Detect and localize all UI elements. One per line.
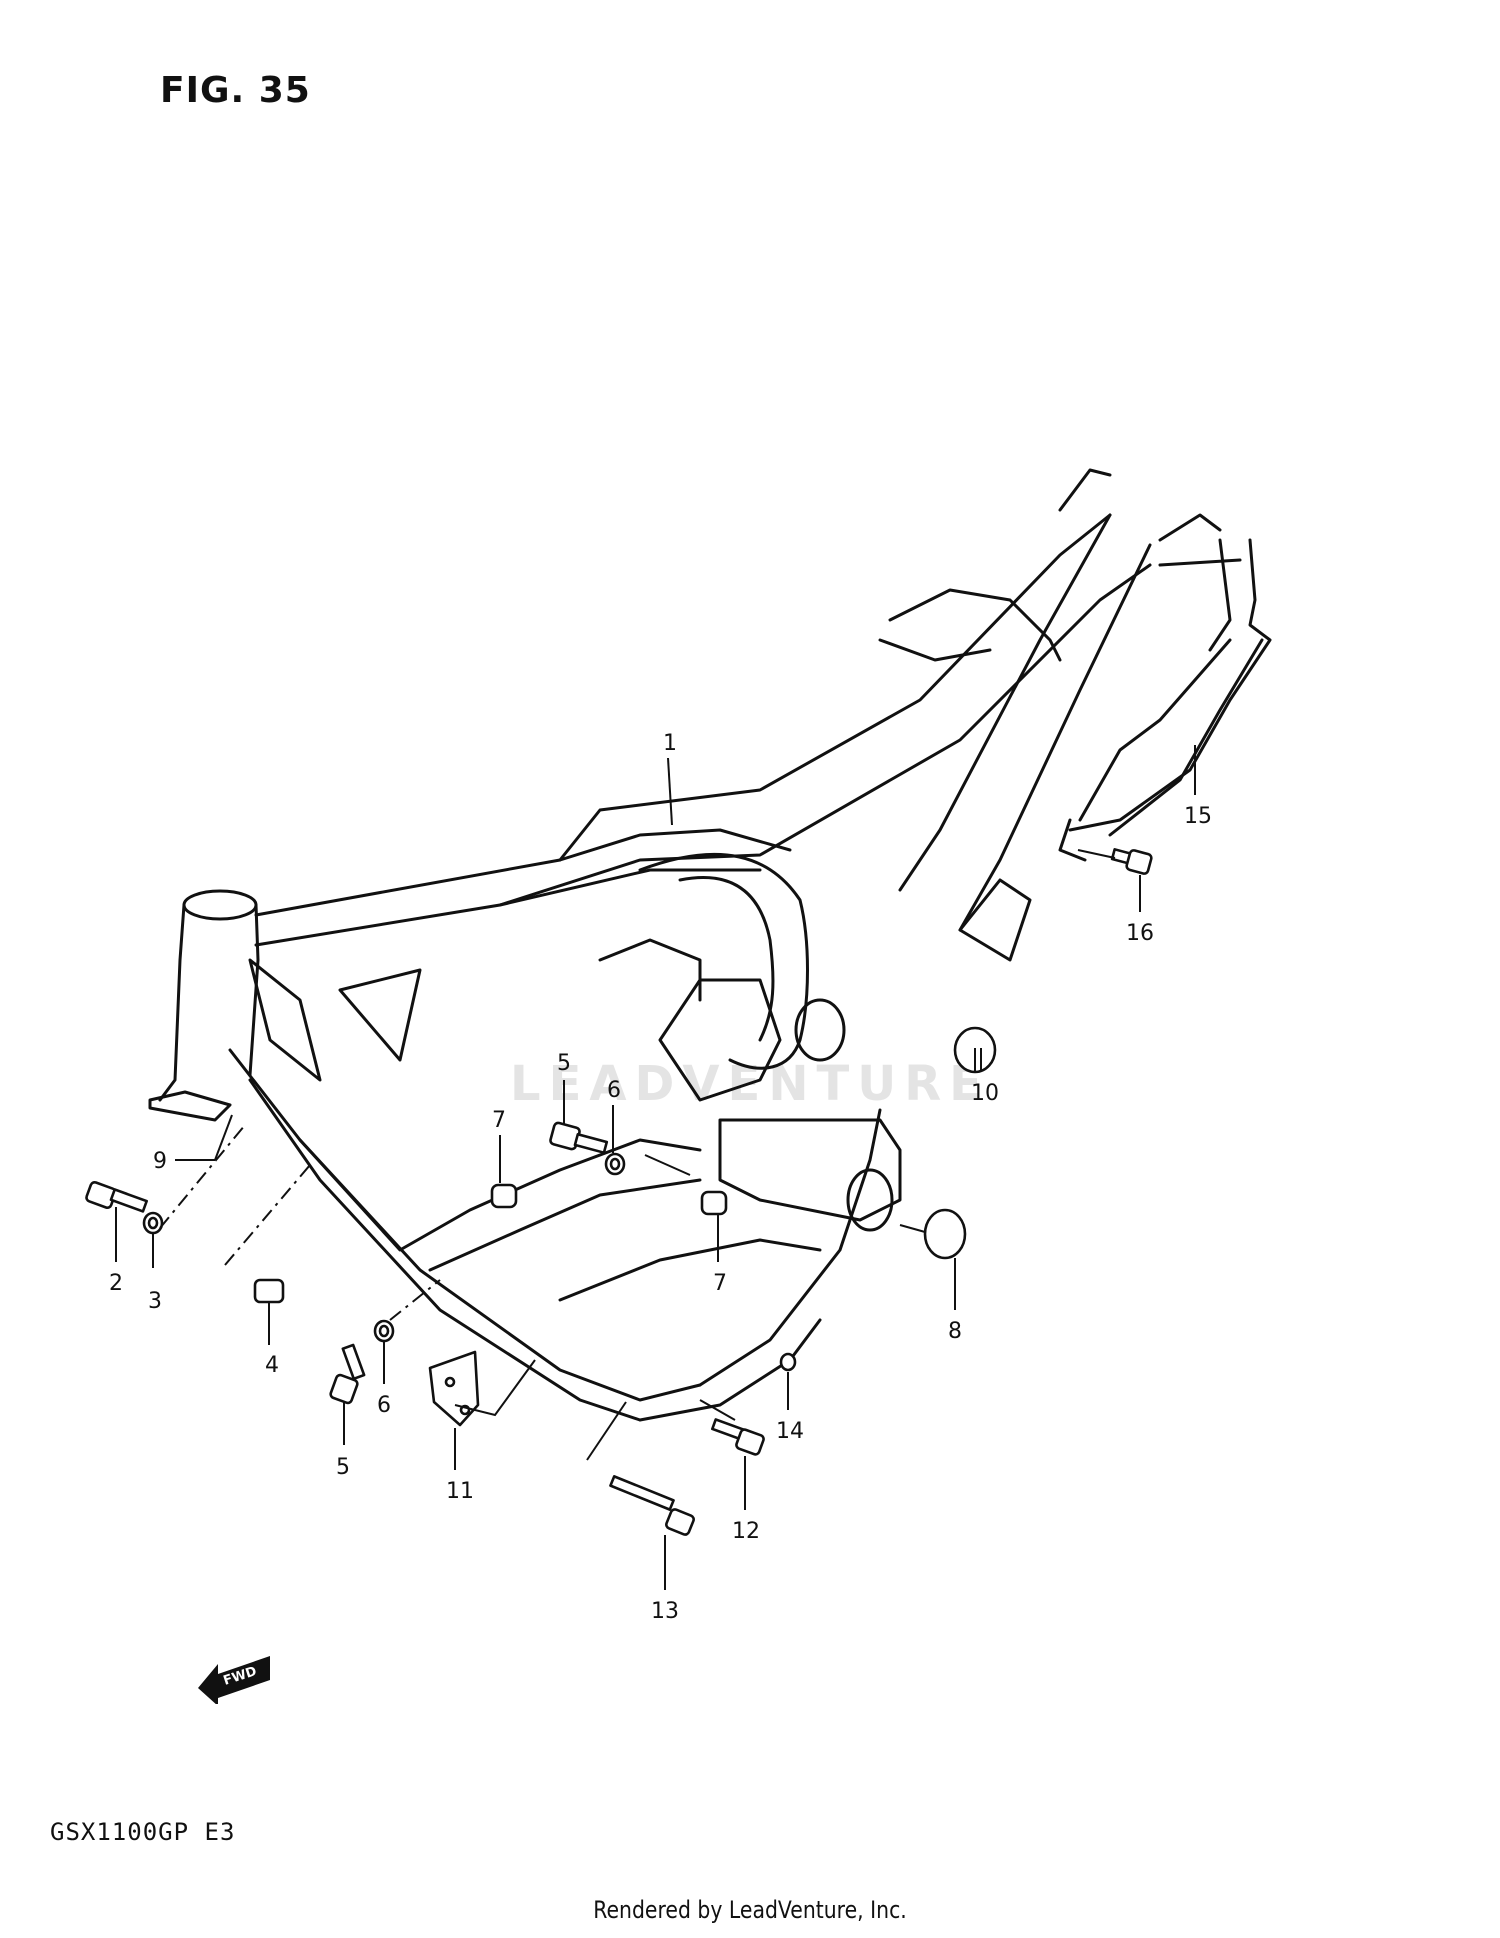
callout-14: 14 (776, 1419, 804, 1444)
forward-arrow-icon: FWD (198, 1656, 270, 1704)
part-8-cap (923, 1208, 967, 1260)
render-credit: Rendered by LeadVenture, Inc. (593, 1896, 907, 1924)
callout-5a: 5 (557, 1051, 571, 1076)
callout-5b: 5 (336, 1455, 350, 1480)
part-11-plate (428, 1350, 480, 1427)
part-6a-washer (604, 1152, 626, 1176)
callout-6b: 6 (377, 1393, 391, 1418)
part-2-bolt (85, 1180, 148, 1213)
frame-body (148, 468, 1242, 1422)
part-14-clip (779, 1352, 797, 1372)
callout-2: 2 (109, 1271, 123, 1296)
leader-lines (115, 745, 1196, 1590)
callout-12: 12 (732, 1519, 760, 1544)
callout-labels: 1 2 3 4 5 5 6 6 7 7 8 9 10 11 12 13 14 1… (109, 731, 1212, 1624)
part-7b-rubber (700, 1190, 728, 1216)
part-15-rear-bracket (1058, 538, 1272, 862)
callout-9: 9 (153, 1149, 167, 1174)
part-4-nut (253, 1278, 285, 1304)
part-13-bolt (609, 1475, 695, 1536)
part-3-washer (142, 1211, 164, 1235)
callout-11: 11 (446, 1479, 474, 1504)
figure-title: FIG. 35 (160, 70, 311, 111)
callout-4: 4 (265, 1353, 279, 1378)
part-5a-bolt (549, 1121, 609, 1154)
callout-8: 8 (948, 1319, 962, 1344)
callout-1: 1 (663, 731, 677, 756)
callout-3: 3 (148, 1289, 162, 1314)
callout-7a: 7 (492, 1108, 506, 1133)
callout-6a: 6 (607, 1078, 621, 1103)
callout-10: 10 (971, 1081, 999, 1106)
part-5b-bolt (329, 1343, 366, 1405)
callout-16: 16 (1126, 921, 1154, 946)
part-6b-washer (373, 1319, 395, 1343)
part-16-bolt (1110, 848, 1153, 875)
callout-7b: 7 (713, 1271, 727, 1296)
part-12-bolt (711, 1418, 765, 1456)
callout-15: 15 (1184, 804, 1212, 829)
part-7a-rubber (490, 1183, 518, 1209)
callout-13: 13 (651, 1599, 679, 1624)
model-code: GSX1100GP E3 (50, 1818, 236, 1846)
